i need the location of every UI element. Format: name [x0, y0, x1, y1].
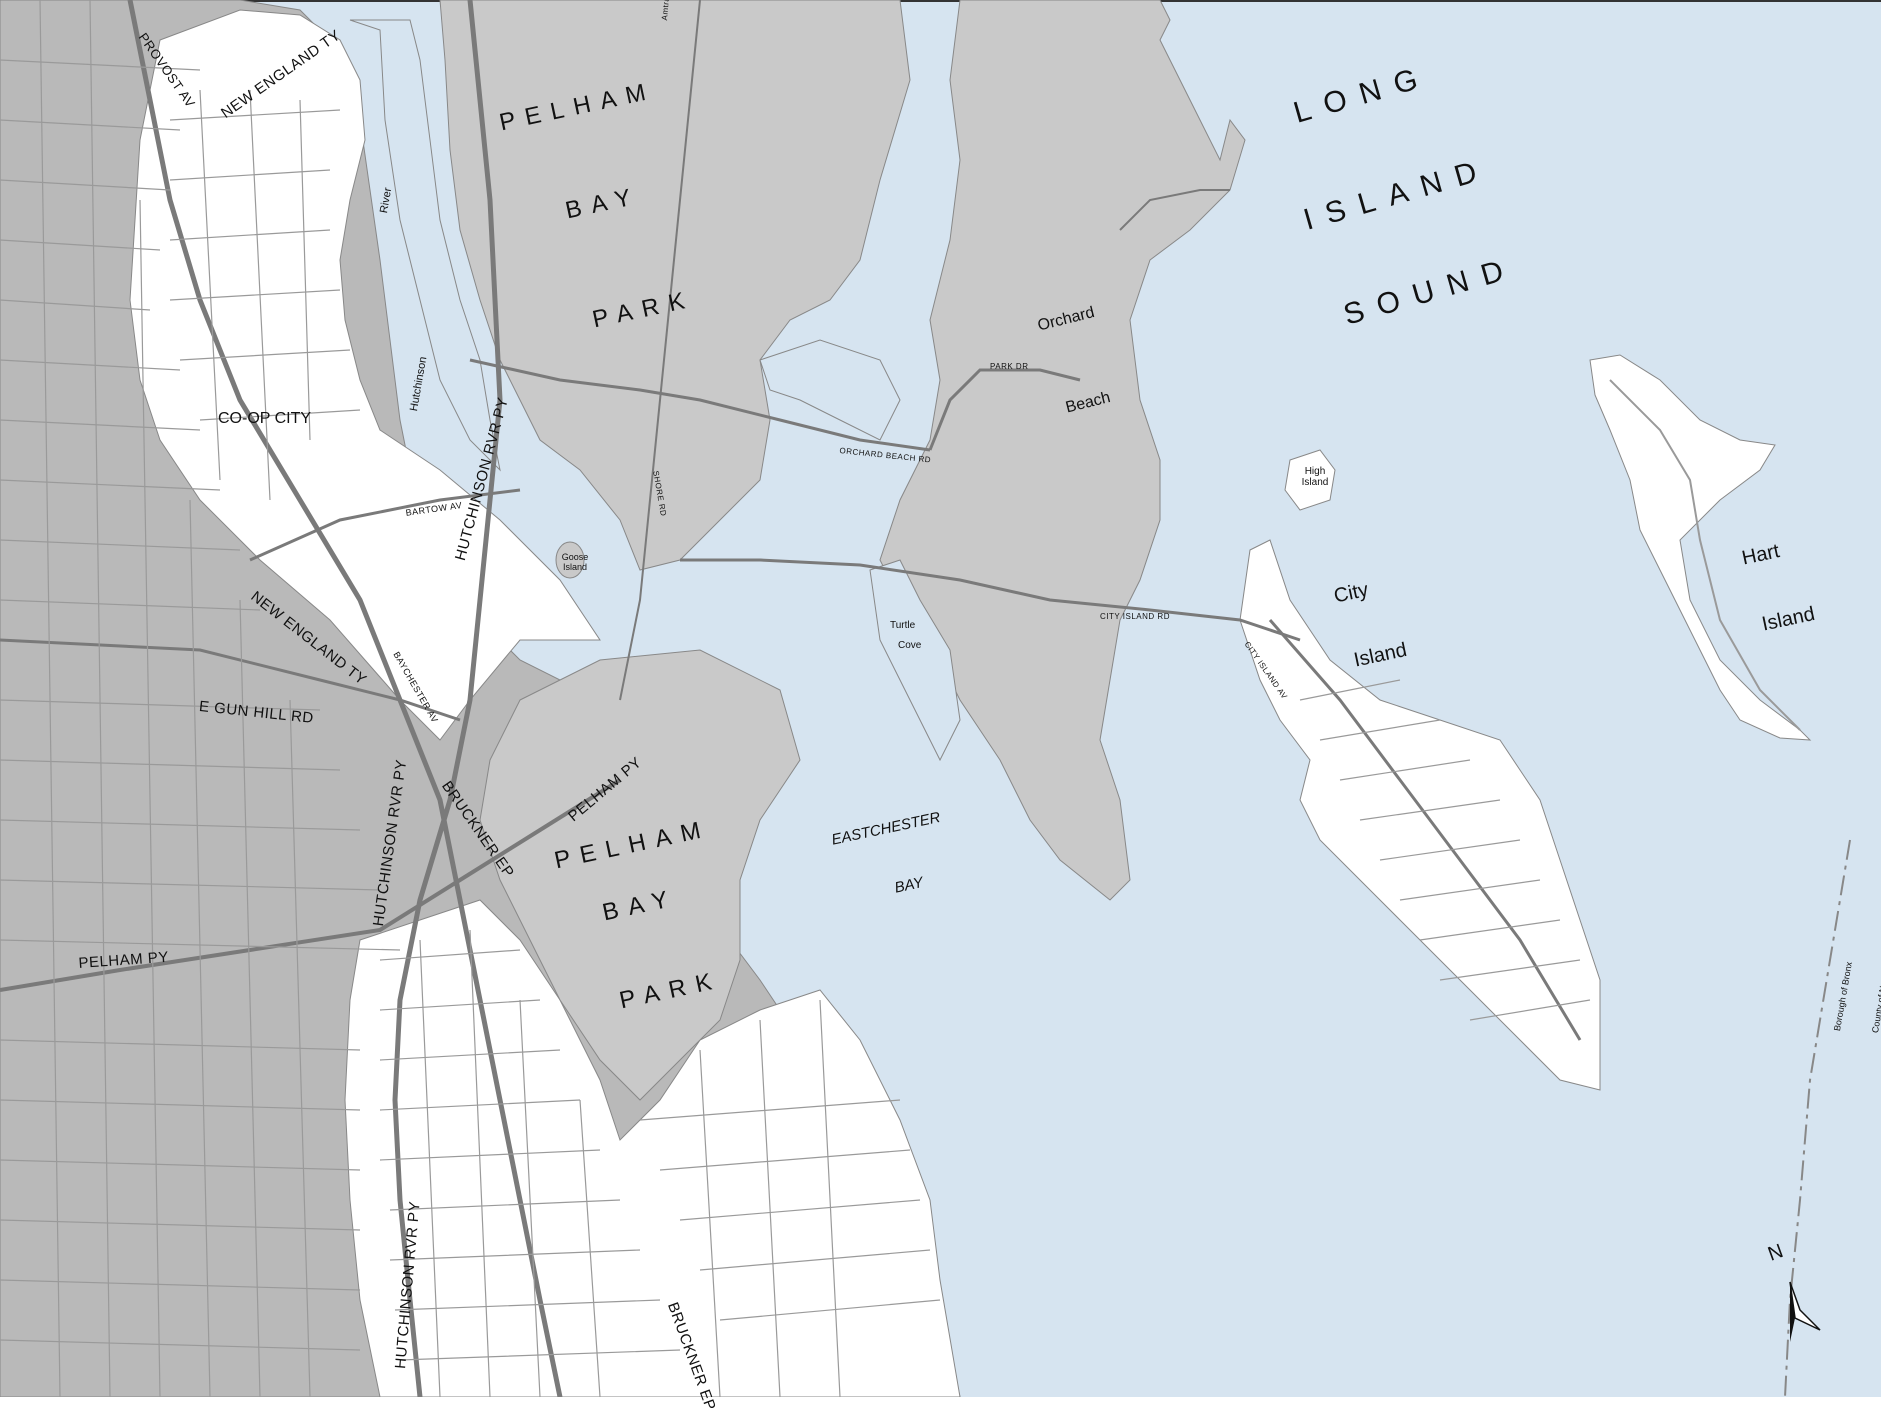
road-park-dr: PARK DR	[990, 362, 1029, 371]
road-city-island-rd: CITY ISLAND RD	[1100, 612, 1170, 621]
street-grid-west	[0, 0, 401, 1397]
high-island	[1284, 449, 1336, 511]
street-grid-south	[379, 929, 941, 1397]
turtle-cove	[869, 559, 961, 762]
city-island	[1239, 539, 1601, 1091]
road-network	[0, 0, 1851, 1397]
label-goose-island: Goose Island	[561, 552, 589, 572]
label-co-op-city: CO-OP CITY	[218, 410, 312, 427]
goose-island	[555, 541, 585, 579]
north-arrow	[1789, 1281, 1821, 1342]
street-grid-city-island	[1299, 679, 1591, 1021]
south-neighborhood	[344, 899, 961, 1397]
label-high-island: High Island	[1301, 466, 1329, 488]
pelham-bay-park-south	[479, 649, 801, 1101]
street-grid-coop	[169, 89, 361, 501]
label-cove: Cove	[898, 640, 922, 651]
hart-island-road	[1609, 379, 1801, 731]
park-creek	[759, 339, 901, 441]
label-turtle: Turtle	[890, 620, 916, 631]
